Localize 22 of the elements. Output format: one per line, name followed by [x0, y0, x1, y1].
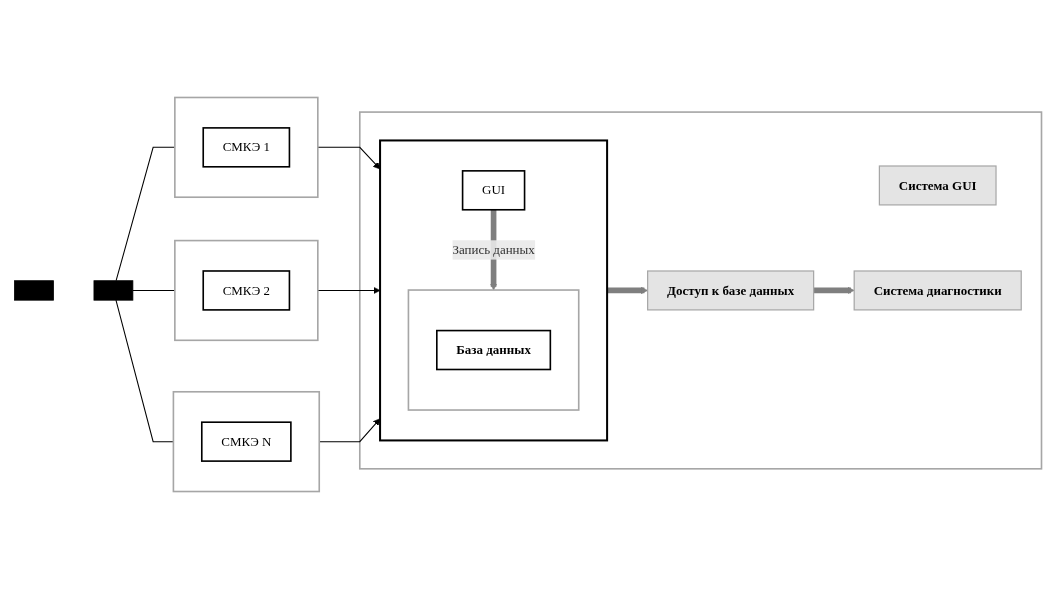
connector — [115, 299, 174, 443]
cluster — [174, 96, 319, 198]
node-box: Доступ к базе данных — [647, 270, 815, 311]
node-box: СМКЭ 2 — [202, 270, 291, 311]
node-box: База данных — [436, 329, 552, 371]
cluster — [379, 139, 609, 442]
node-box: Система диагностики — [853, 270, 1022, 311]
arrow — [607, 286, 648, 294]
node-box: GUI — [461, 170, 526, 211]
node-bar — [93, 280, 134, 301]
cluster — [174, 239, 319, 342]
cluster — [172, 391, 321, 493]
node-box: СМКЭ N — [200, 421, 292, 462]
node-box: СМКЭ 1 — [202, 127, 291, 168]
edge-label: Запись данных — [452, 242, 535, 257]
arrow — [317, 286, 381, 294]
cluster — [407, 289, 580, 411]
node-box: Система GUI — [878, 165, 997, 206]
node-bar — [14, 280, 54, 301]
arrow — [317, 146, 381, 170]
cluster — [359, 111, 1043, 470]
arrow — [813, 286, 855, 294]
